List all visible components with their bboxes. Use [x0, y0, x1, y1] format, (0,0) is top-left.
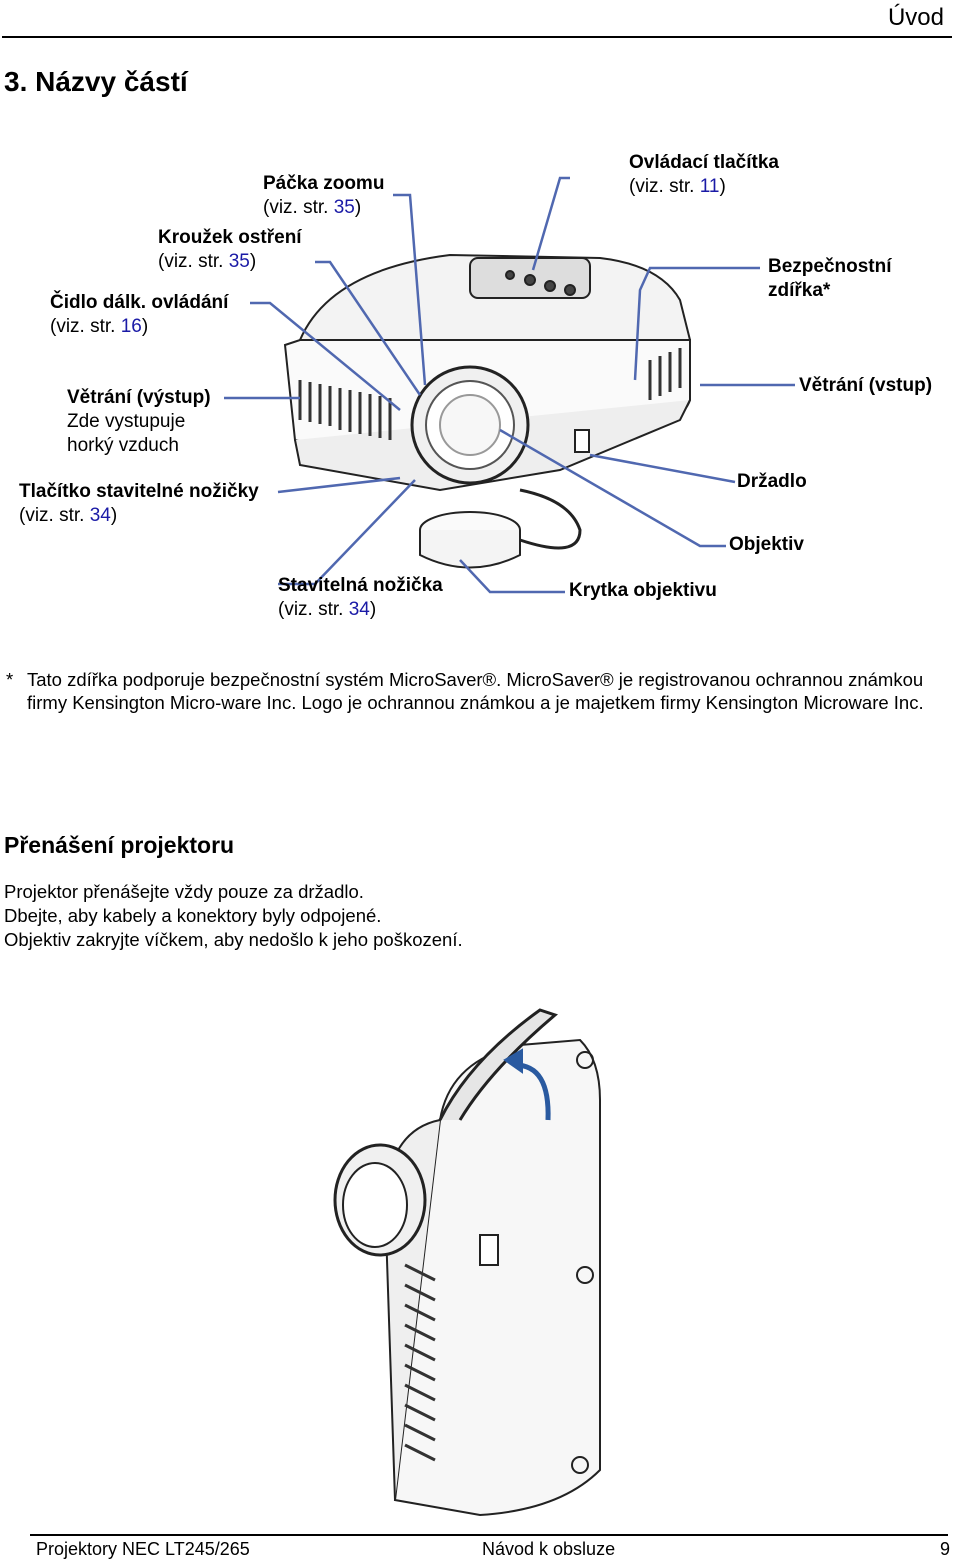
label-cidlo-dalk-ovladani: Čidlo dálk. ovládání (viz. str. 16) — [50, 292, 229, 337]
page-ref-link[interactable]: 16 — [120, 316, 142, 337]
footnote-text: Tato zdířka podporuje bezpečnostní systé… — [27, 669, 924, 713]
carry-line: Objektiv zakryjte víčkem, aby nedošlo k … — [4, 929, 463, 950]
label-stavitelna-nozicka: Stavitelná nožička (viz. str. 34) — [278, 575, 443, 620]
footer-product: Projektory NEC LT245/265 — [36, 1539, 250, 1559]
footnote: * Tato zdířka podporuje bezpečnostní sys… — [6, 668, 946, 714]
label-krytka-objektivu: Krytka objektivu — [569, 580, 717, 601]
label-ovladaci-tlacitka: Ovládací tlačítka (viz. str. 11) — [629, 152, 779, 197]
label-paka-zoomu: Páčka zoomu (viz. str. 35) — [263, 173, 385, 218]
header-rule — [2, 36, 952, 38]
footer-doc-title: Návod k obsluze — [482, 1539, 616, 1559]
carry-instructions: Projektor přenášejte vždy pouze za držad… — [4, 880, 463, 952]
page-ref-link[interactable]: 34 — [348, 599, 370, 620]
label-krouzek-ostreni: Kroužek ostření (viz. str. 35) — [158, 227, 302, 272]
label-vetrani-vystup: Větrání (výstup) Zde vystupuje horký vzd… — [67, 387, 211, 456]
projector-carry-illustration — [333, 1008, 601, 1517]
page-ref-link[interactable]: 35 — [228, 251, 250, 272]
label-tlacitko-stavitelne-nozicky: Tlačítko stavitelné nožičky (viz. str. 3… — [19, 481, 259, 526]
footer-rule — [30, 1534, 948, 1536]
page-ref-link[interactable]: 34 — [89, 505, 111, 526]
page-number: 9 — [939, 1539, 950, 1559]
callout-lines — [224, 176, 795, 594]
label-drzadlo: Držadlo — [737, 471, 807, 492]
label-vetrani-vstup: Větrání (vstup) — [799, 375, 933, 396]
label-bezpecnostni-zdirka: Bezpečnostní zdířka* — [768, 256, 892, 301]
carry-line: Dbejte, aby kabely a konektory byly odpo… — [4, 905, 382, 926]
projector-front-illustration — [283, 253, 691, 569]
section-header: Úvod — [887, 4, 944, 31]
carry-line: Projektor přenášejte vždy pouze za držad… — [4, 881, 364, 902]
label-objektiv: Objektiv — [729, 534, 804, 555]
footnote-marker: * — [6, 669, 14, 690]
carry-heading: Přenášení projektoru — [4, 832, 235, 858]
page-ref-link[interactable]: 35 — [333, 197, 355, 218]
page-title: 3. Názvy částí — [4, 66, 188, 97]
page-ref-link[interactable]: 11 — [699, 176, 720, 197]
